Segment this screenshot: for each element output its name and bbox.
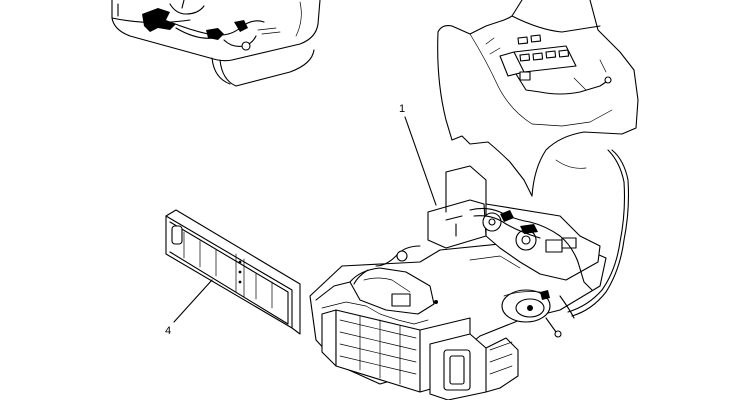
cabin-air-filter xyxy=(165,209,301,335)
callout-1: 1 xyxy=(399,103,437,206)
seat-harness-assembly xyxy=(111,0,321,87)
callout-4: 4 xyxy=(165,279,213,337)
hvac-module xyxy=(309,165,607,400)
callout-4-label: 4 xyxy=(165,325,171,337)
callout-1-label: 1 xyxy=(399,103,405,115)
instrument-panel xyxy=(437,0,639,317)
